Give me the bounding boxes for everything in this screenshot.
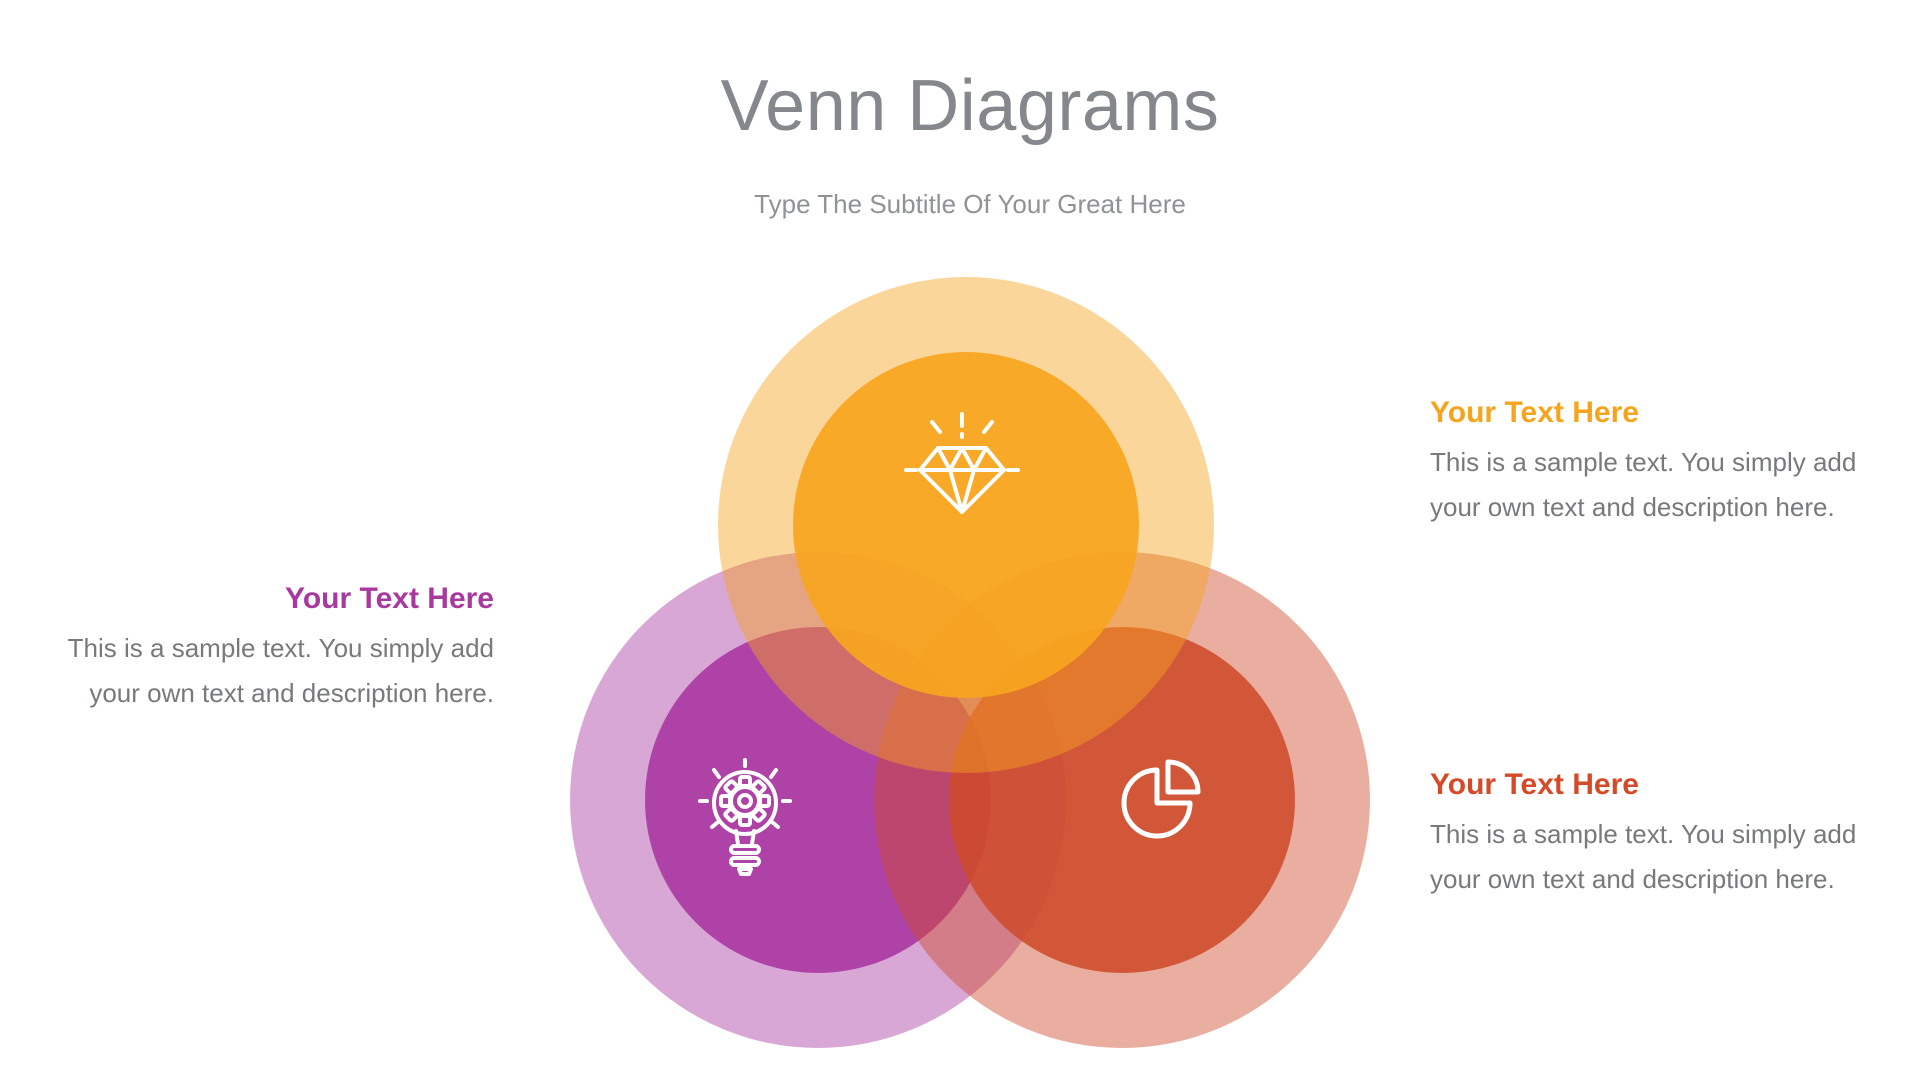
text-block-orange-heading: Your Text Here [1430,396,1639,429]
diamond-icon [900,408,1024,520]
idea-gear-bulb-icon [698,758,792,880]
text-block-purple-body: This is a sample text. You simply add yo… [24,626,494,716]
page-title: Venn Diagrams [720,66,1220,146]
text-block-purple-line1: This is a sample text. You simply add [67,633,494,663]
text-block-purple-line2: your own text and description here. [89,678,494,708]
text-block-red-body: This is a sample text. You simply add yo… [1430,812,1900,902]
text-block-orange: Your Text Here This is a sample text. Yo… [1430,398,1900,530]
text-block-purple-heading: Your Text Here [285,582,494,615]
text-block-orange-body: This is a sample text. You simply add yo… [1430,440,1900,530]
text-block-red-line2: your own text and description here. [1430,864,1835,894]
text-block-orange-line2: your own text and description here. [1430,492,1835,522]
text-block-red: Your Text Here This is a sample text. Yo… [1430,770,1900,902]
page-subtitle: Type The Subtitle Of Your Great Here [754,189,1186,219]
pie-chart-icon [1112,758,1202,848]
text-block-red-heading: Your Text Here [1430,768,1639,801]
text-block-orange-line1: This is a sample text. You simply add [1430,447,1857,477]
venn-circle-orange-inner [793,352,1139,698]
text-block-purple: Your Text Here This is a sample text. Yo… [24,584,494,716]
text-block-red-line1: This is a sample text. You simply add [1430,819,1857,849]
